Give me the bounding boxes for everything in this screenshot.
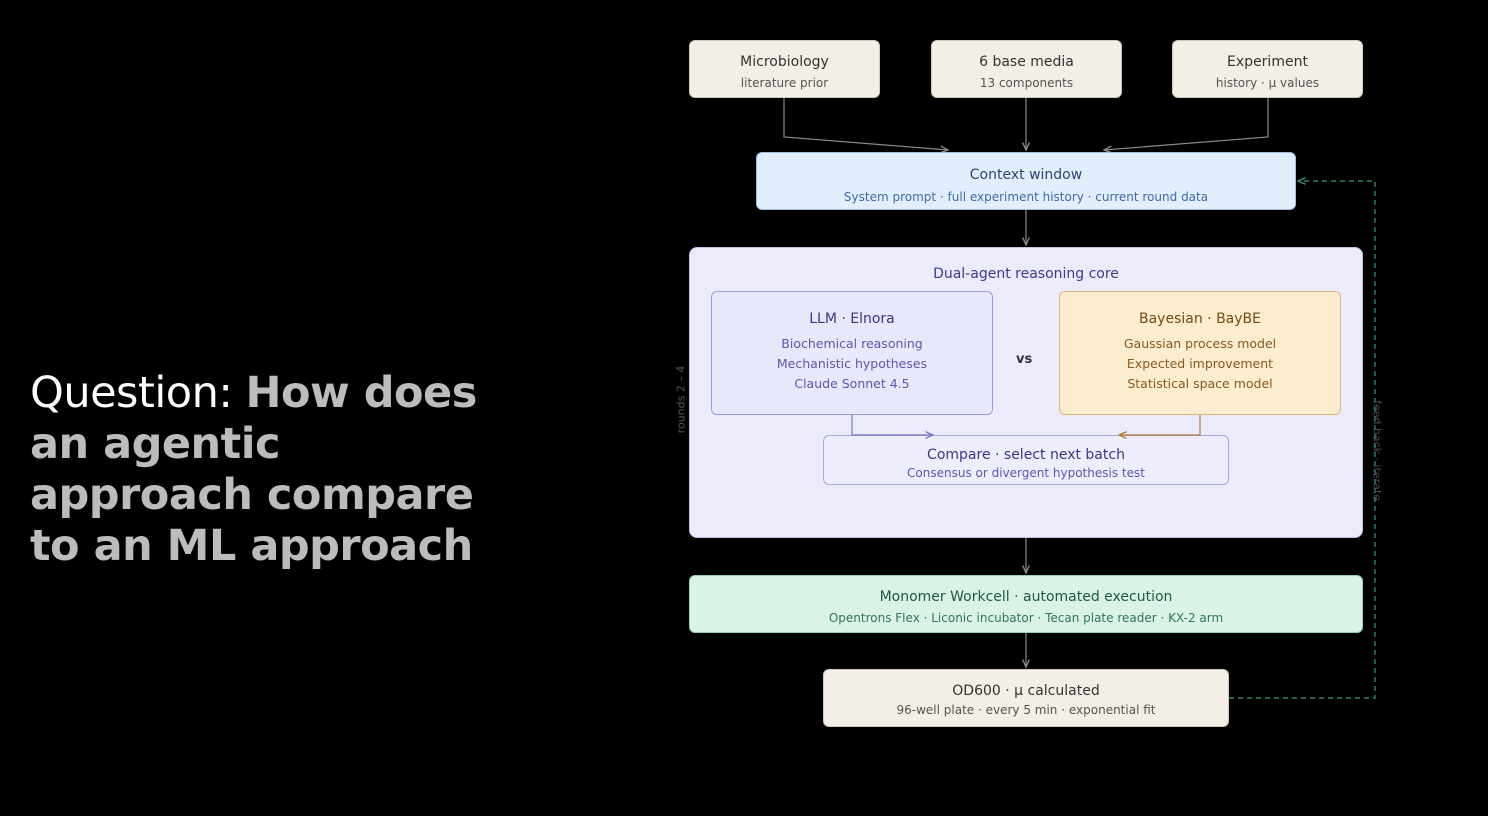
rounds-label: rounds 2 – 4 [674,365,688,434]
llm-line: Biochemical reasoning [781,336,923,351]
input-experiment: Experiment history · μ values [1172,40,1363,98]
question-heading: Question: How does an agentic approach c… [30,368,500,572]
input-subtitle: 13 components [979,76,1074,90]
compare-subtitle: Consensus or divergent hypothesis test [907,466,1145,480]
readout-title: OD600 · μ calculated [952,683,1100,699]
core-title: Dual-agent reasoning core [933,266,1119,282]
llm-title: LLM · Elnora [809,311,895,327]
llm-line: Claude Sonnet 4.5 [794,376,910,391]
question-text: How does an agentic approach compare to … [30,368,477,571]
workcell-box: Monomer Workcell · automated execution O… [689,575,1363,633]
llm-line: Mechanistic hypotheses [776,356,928,371]
compare-title: Compare · select next batch [927,447,1125,463]
readout-subtitle: 96-well plate · every 5 min · exponentia… [896,703,1156,717]
compare-box: Compare · select next batch Consensus or… [823,435,1229,485]
input-base-media: 6 base media 13 components [931,40,1122,98]
input-microbiology: Microbiology literature prior [689,40,880,98]
context-title: Context window [969,167,1083,183]
workcell-title: Monomer Workcell · automated execution [879,589,1173,605]
input-title: Microbiology [740,54,829,70]
input-subtitle: literature prior [740,76,829,90]
bayesian-agent-box: Bayesian · BayBE Gaussian process model … [1059,291,1341,415]
workcell-subtitle: Opentrons Flex · Liconic incubator · Tec… [828,611,1224,625]
vs-label: vs [1016,352,1033,367]
readout-box: OD600 · μ calculated 96-well plate · eve… [823,669,1229,727]
input-subtitle: history · μ values [1215,76,1320,90]
bayesian-title: Bayesian · BayBE [1139,311,1261,327]
question-lead: Question: [30,368,246,418]
bayesian-line: Gaussian process model [1123,336,1277,351]
context-subtitle: System prompt · full experiment history … [843,190,1209,204]
arrow-feedback-loop [1229,181,1376,699]
llm-agent-box: LLM · Elnora Biochemical reasoning Mecha… [711,291,993,415]
input-title: 6 base media [979,54,1074,70]
feedback-label: feed back · iterate [1370,400,1384,501]
context-window-box: Context window System prompt · full expe… [756,152,1296,210]
bayesian-line: Statistical space model [1127,376,1273,391]
arrow-experiment-to-context [1104,98,1269,150]
arrow-microbiology-to-context [783,98,948,150]
bayesian-line: Expected improvement [1126,356,1274,371]
input-title: Experiment [1227,54,1308,70]
